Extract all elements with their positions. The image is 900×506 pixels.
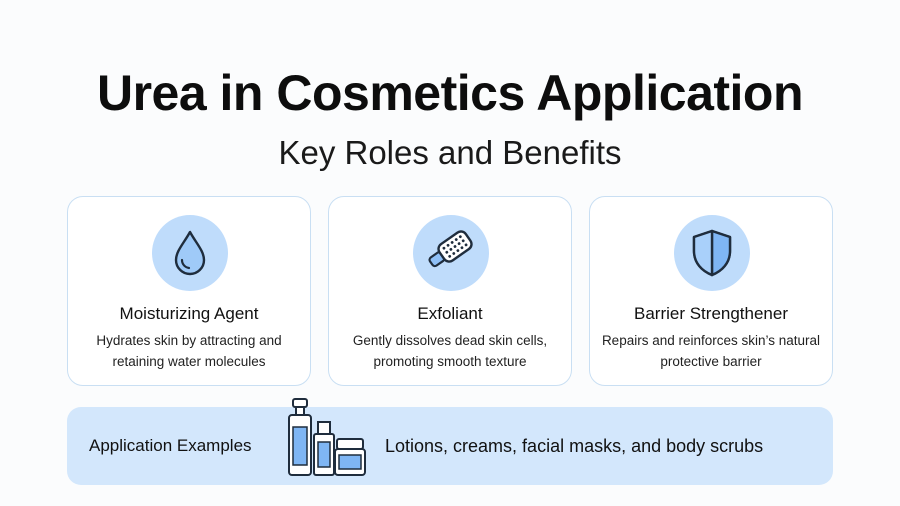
- icon-badge: [413, 215, 489, 291]
- icon-badge: [674, 215, 750, 291]
- shield-icon: [692, 229, 732, 277]
- icon-badge: [152, 215, 228, 291]
- banner-label: Application Examples: [89, 436, 252, 455]
- banner-text: Lotions, creams, facial masks, and body …: [385, 436, 764, 456]
- exfoliating-brush-icon: [428, 230, 473, 268]
- card-moisturizing-agent: Moisturizing Agent Hydrates skin by attr…: [67, 196, 311, 386]
- card-title: Barrier Strengthener: [633, 304, 789, 323]
- water-drop-icon: [174, 230, 206, 276]
- card-description: Gently dissolves dead skin cells, promot…: [352, 333, 548, 369]
- page-subtitle: Key Roles and Benefits: [278, 134, 622, 171]
- cosmetic-bottles-icon: [288, 398, 366, 476]
- card-title: Exfoliant: [417, 304, 483, 323]
- card-exfoliant: Exfoliant Gently dissolves dead skin cel…: [328, 196, 572, 386]
- card-description: Repairs and reinforces skin’s natural pr…: [601, 333, 821, 369]
- card-description: Hydrates skin by attracting and retainin…: [96, 333, 282, 369]
- card-title: Moisturizing Agent: [119, 304, 259, 323]
- card-barrier-strengthener: Barrier Strengthener Repairs and reinfor…: [589, 196, 833, 386]
- application-examples-banner: Application Examples Lotions, creams, fa…: [67, 398, 833, 485]
- page-title: Urea in Cosmetics Application: [96, 65, 804, 121]
